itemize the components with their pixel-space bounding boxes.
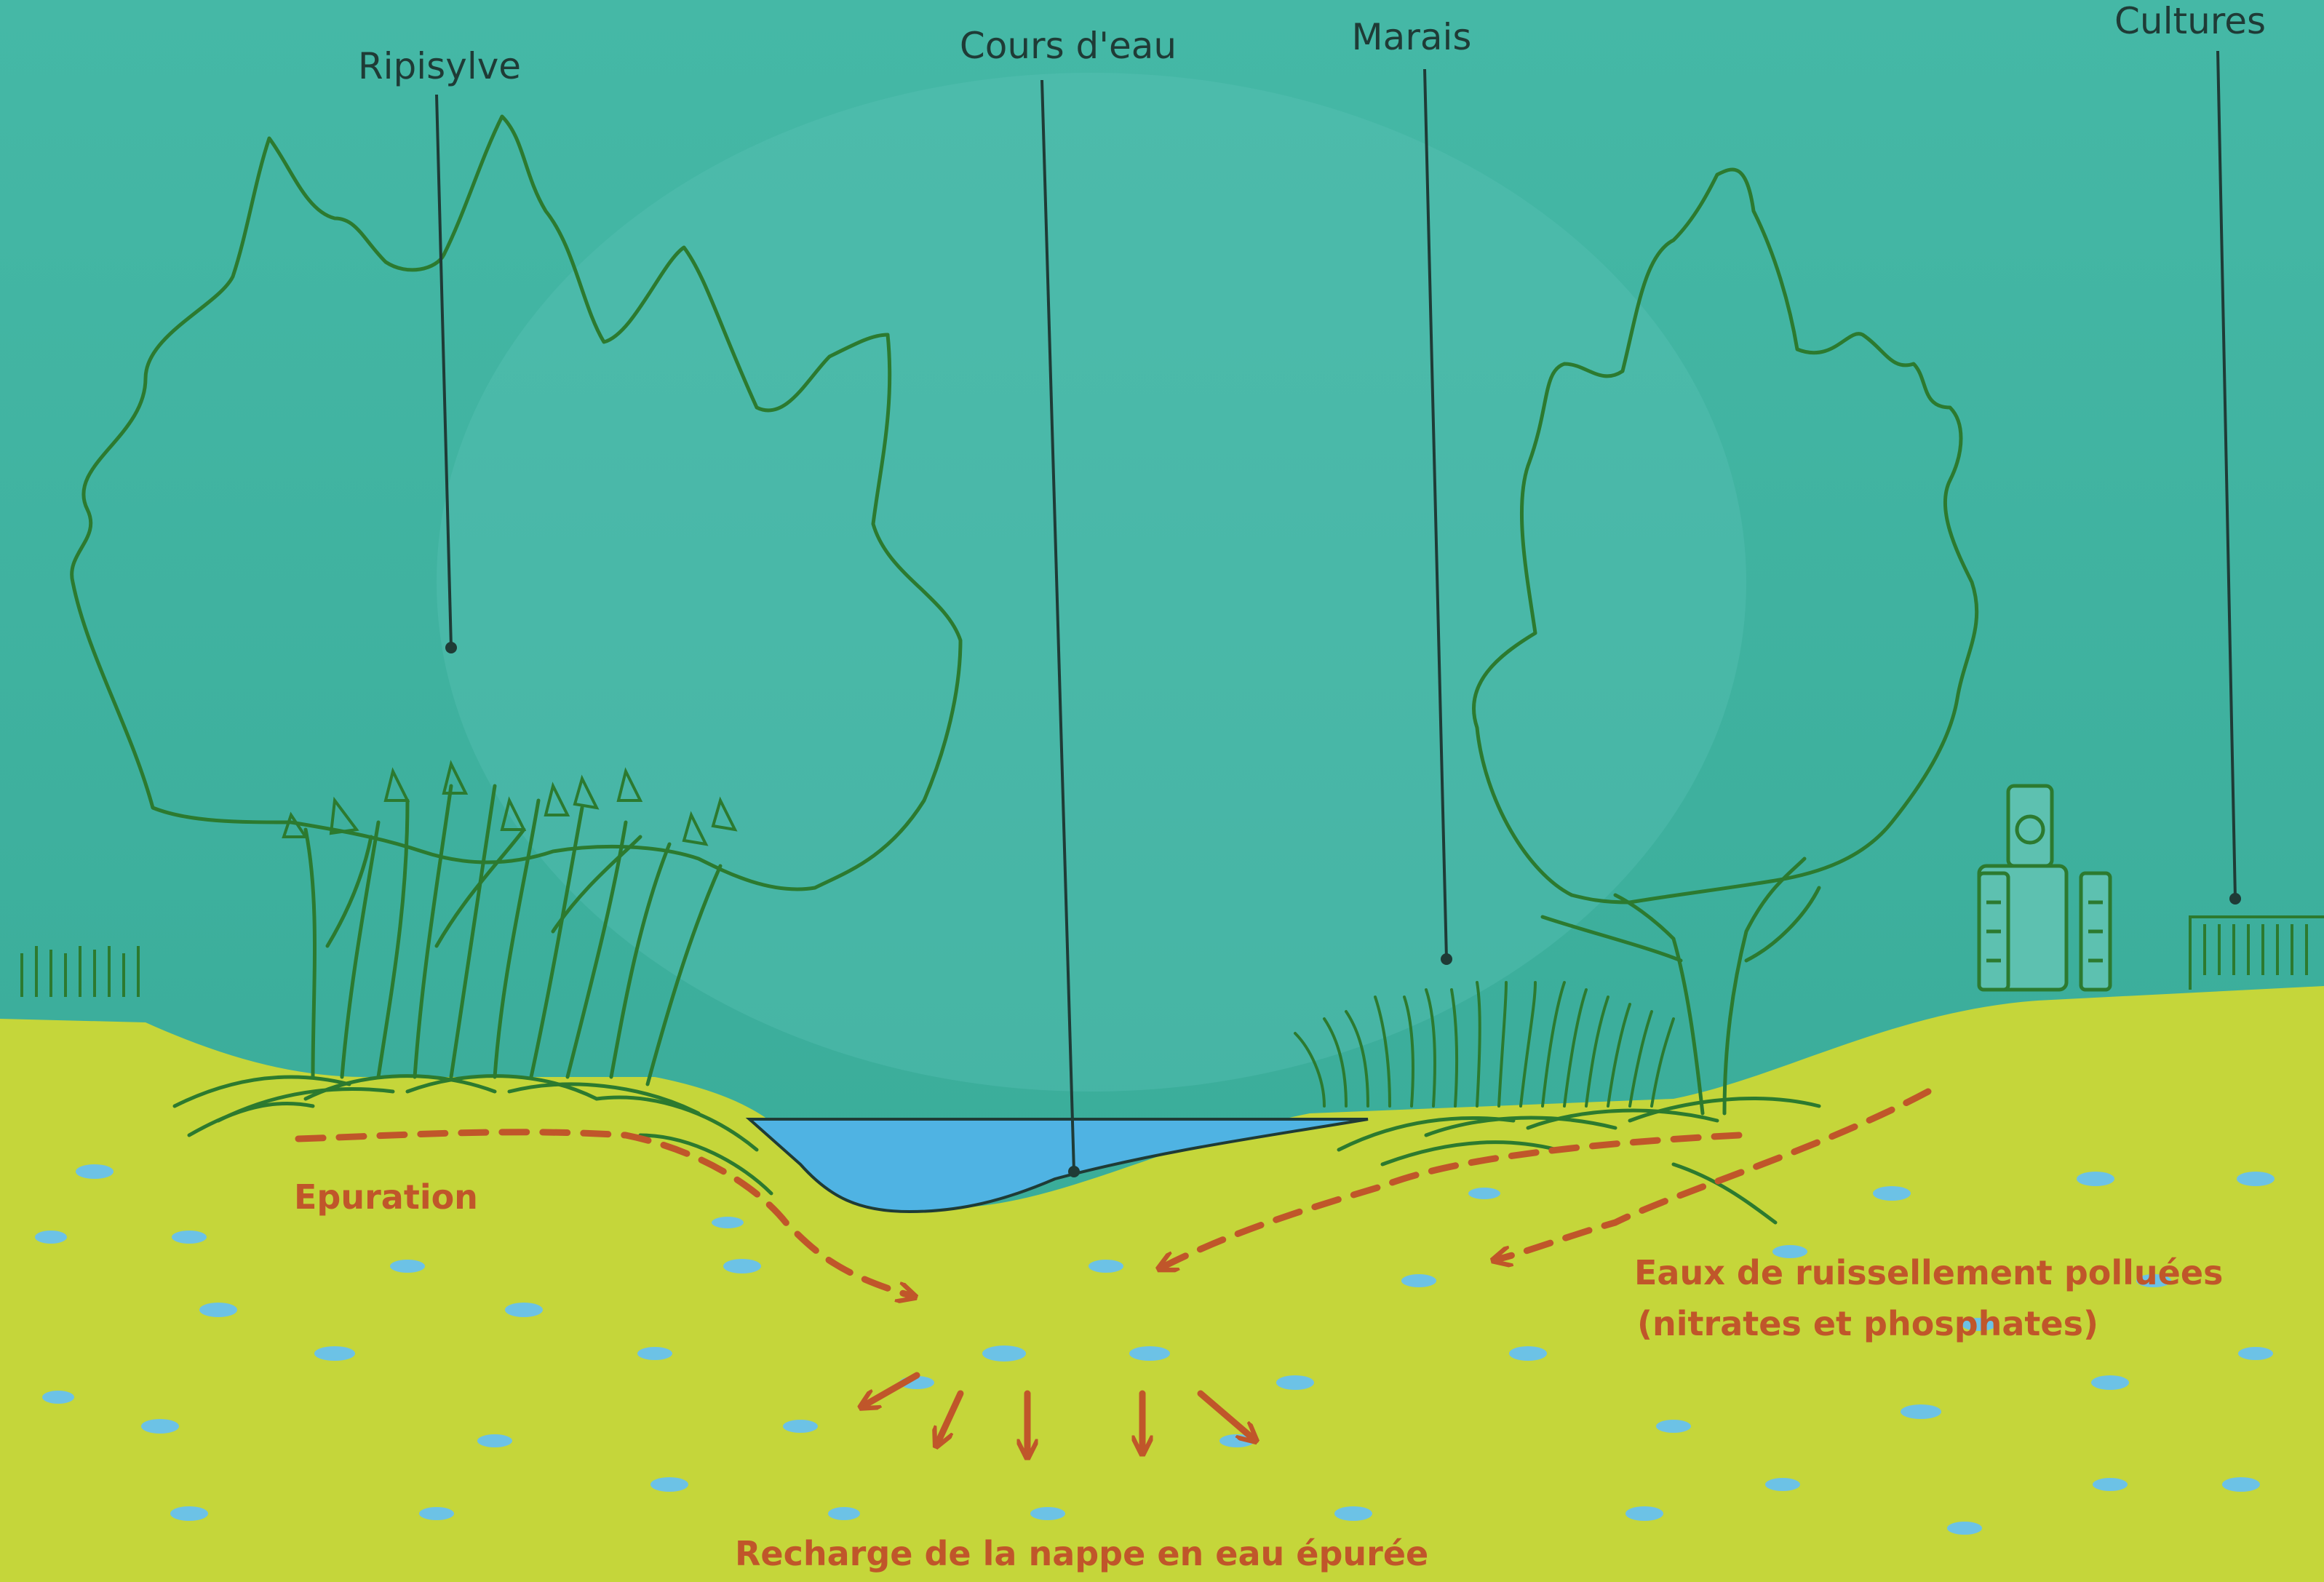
label-epuration: Epuration (294, 1177, 478, 1217)
label-eaux-ruissellement-line1: Eaux de ruissellement polluées (1634, 1253, 2223, 1292)
label-marais: Marais (1352, 16, 1472, 58)
label-cultures: Cultures (2114, 0, 2266, 42)
label-eaux-ruissellement-line2: (nitrates et phosphates) (1637, 1304, 2098, 1343)
label-recharge-nappe: Recharge de la nappe en eau épurée (735, 1534, 1428, 1573)
marais-leader-dot (1441, 953, 1452, 965)
label-cours-eau: Cours d'eau (960, 25, 1177, 67)
cours-eau-leader-dot (1068, 1166, 1080, 1177)
cultures-leader-dot (2229, 893, 2241, 905)
label-ripisylve: Ripisylve (358, 45, 521, 87)
ripisylve-leader-dot (445, 642, 457, 653)
sky-haze (437, 73, 1746, 1092)
